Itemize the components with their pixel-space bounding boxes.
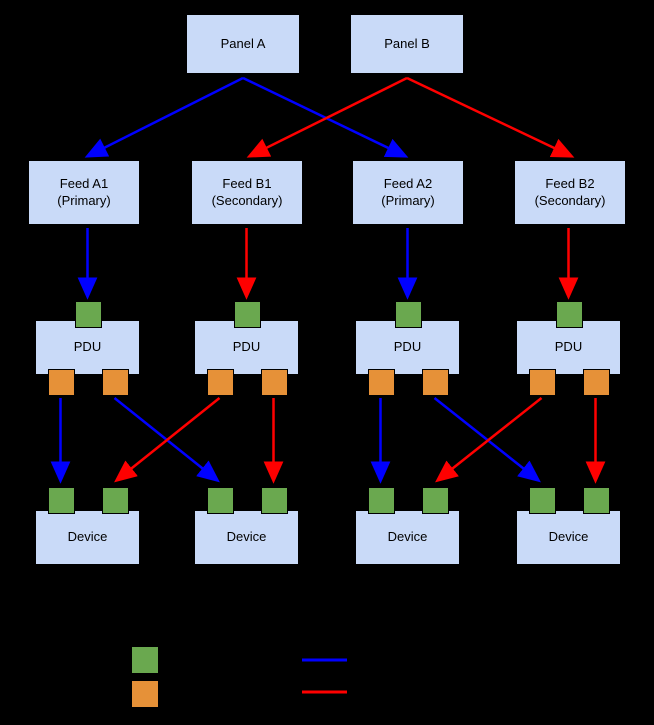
pdu-4-node: PDU: [516, 301, 621, 396]
device-4-node: Device: [516, 487, 621, 565]
device-3-node: Device: [355, 487, 460, 565]
feed-b2-sublabel: (Secondary): [534, 192, 606, 208]
panel-b-label: Panel B: [384, 35, 430, 51]
pdu-1-input-port: [75, 301, 102, 328]
feed-a1-node: Feed A1 (Primary): [28, 160, 140, 225]
pdu-1-node: PDU: [35, 301, 140, 396]
legend-output-port-swatch: [131, 680, 159, 708]
edge-panel-b-feed-b1: [246, 76, 408, 158]
edge-panel-a-feed-a2: [242, 76, 409, 158]
edge-pdu-2-device-1: [114, 397, 221, 483]
pdu-4-label: PDU: [554, 339, 583, 355]
pdu-2-output-port-right: [261, 369, 288, 396]
feed-b2-node: Feed B2 (Secondary): [514, 160, 626, 225]
pdu-4-output-port-left: [529, 369, 556, 396]
edge-panel-a-feed-a1: [84, 76, 244, 158]
pdu-3-node: PDU: [355, 301, 460, 396]
device-4-input-port-right: [583, 487, 610, 514]
edge-pdu-4-device-3: [435, 397, 543, 483]
panel-a-label: Panel A: [220, 35, 266, 51]
pdu-2-input-port: [234, 301, 261, 328]
pdu-1-output-port-left: [48, 369, 75, 396]
edge-pdu-1-device-2: [113, 397, 220, 483]
pdu-1-output-port-right: [102, 369, 129, 396]
device-4-label: Device: [548, 529, 589, 545]
edge-pdu-3-device-4: [433, 397, 541, 483]
device-2-input-port-right: [261, 487, 288, 514]
panel-b-node: Panel B: [350, 14, 464, 74]
device-1-node: Device: [35, 487, 140, 565]
device-2-node: Device: [194, 487, 299, 565]
device-2-input-port-left: [207, 487, 234, 514]
feed-a1-label: Feed A1: [59, 175, 109, 191]
pdu-1-label: PDU: [73, 339, 102, 355]
device-2-label: Device: [226, 529, 267, 545]
device-1-input-port-left: [48, 487, 75, 514]
feed-b1-sublabel: (Secondary): [211, 192, 283, 208]
pdu-4-input-port: [556, 301, 583, 328]
pdu-2-label: PDU: [232, 339, 261, 355]
pdu-4-output-port-right: [583, 369, 610, 396]
device-1-label: Device: [67, 529, 108, 545]
feed-a2-node: Feed A2 (Primary): [352, 160, 464, 225]
feed-b2-label: Feed B2: [545, 175, 595, 191]
feed-b1-node: Feed B1 (Secondary): [191, 160, 303, 225]
pdu-3-label: PDU: [393, 339, 422, 355]
pdu-2-node: PDU: [194, 301, 299, 396]
feed-a1-sublabel: (Primary): [57, 192, 111, 208]
device-3-input-port-right: [422, 487, 449, 514]
pdu-3-input-port: [395, 301, 422, 328]
feed-b1-label: Feed B1: [222, 175, 272, 191]
panel-a-node: Panel A: [186, 14, 300, 74]
feed-a2-sublabel: (Primary): [381, 192, 435, 208]
device-3-input-port-left: [368, 487, 395, 514]
pdu-2-output-port-left: [207, 369, 234, 396]
device-4-input-port-left: [529, 487, 556, 514]
pdu-3-output-port-right: [422, 369, 449, 396]
pdu-3-output-port-left: [368, 369, 395, 396]
device-1-input-port-right: [102, 487, 129, 514]
feed-a2-label: Feed A2: [383, 175, 433, 191]
legend-input-port-swatch: [131, 646, 159, 674]
device-3-label: Device: [387, 529, 428, 545]
edge-panel-b-feed-b2: [406, 76, 575, 158]
